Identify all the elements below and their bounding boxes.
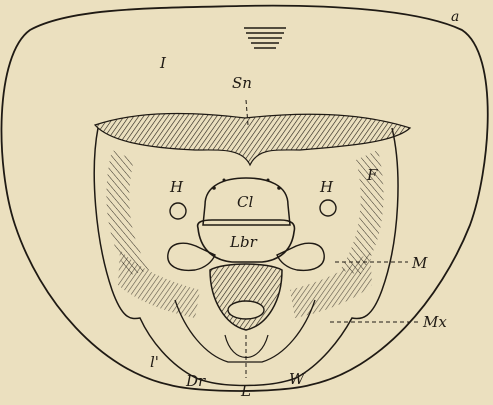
label-H-right: H — [319, 178, 334, 196]
clypeus-points — [212, 179, 281, 190]
label-l: l' — [150, 353, 159, 371]
antennal-socket-right — [320, 200, 336, 216]
right-lower-shading — [290, 250, 372, 318]
label-Lbr: Lbr — [229, 233, 258, 251]
label-I: I — [159, 54, 167, 72]
label-F: F — [366, 166, 378, 184]
vertex-stripes — [244, 28, 286, 48]
label-Sn: Sn — [232, 74, 252, 92]
label-M: M — [411, 254, 428, 272]
mouth-opening — [228, 301, 264, 319]
label-Dr: Dr — [185, 372, 206, 390]
antennal-socket-left — [170, 203, 186, 219]
mandible-right — [277, 243, 324, 270]
label-H-left: H — [169, 178, 184, 196]
left-lower-shading — [118, 250, 200, 318]
corner-mark: a — [451, 9, 459, 25]
left-face-shading — [106, 150, 150, 275]
mandible-left — [168, 243, 215, 270]
label-W: W — [289, 370, 306, 388]
mouth-cavity — [210, 264, 282, 330]
label-Cl: Cl — [237, 193, 253, 211]
label-Mx: Mx — [422, 313, 447, 331]
label-L: L — [240, 382, 251, 400]
